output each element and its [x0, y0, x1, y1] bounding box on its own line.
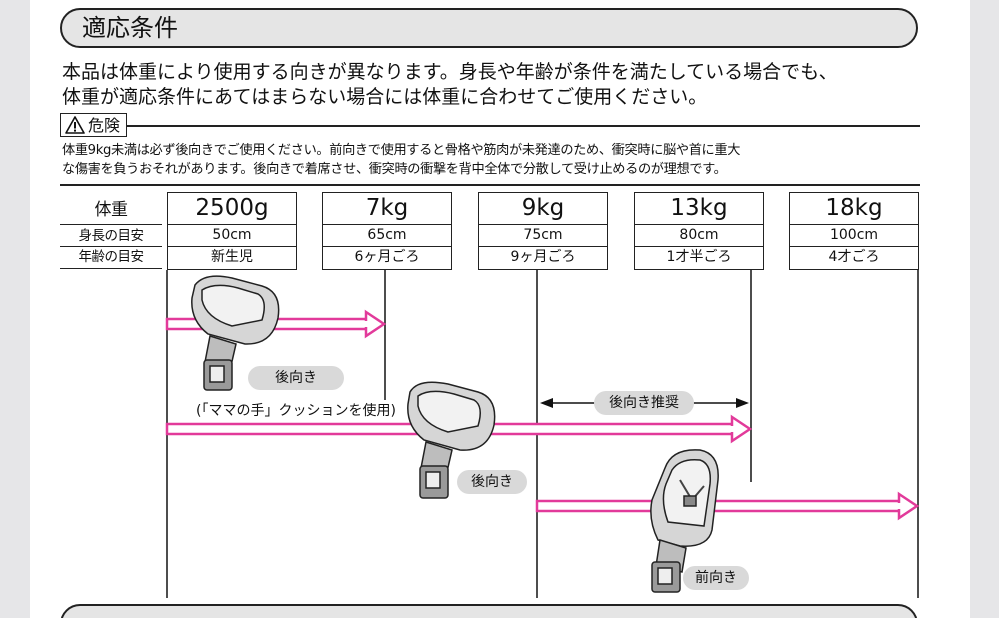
column-age: 1才半ごろ	[666, 249, 732, 265]
intro-line-2: 体重が適応条件にあてはまらない場合には体重に合わせてご使用ください。	[62, 86, 708, 108]
danger-line-1: 体重9kg未満は必ず後向きでご使用ください。前向きで使用すると骨格や筋肉が未発達…	[62, 143, 741, 158]
danger-divider	[60, 125, 920, 127]
column-weight: 7kg	[323, 193, 451, 225]
row-label-rule	[60, 224, 162, 225]
column-age: 4才ごろ	[828, 249, 880, 265]
column-height: 50cm	[168, 225, 296, 247]
intro-text: 本品は体重により使用する向きが異なります。身長や年齢が条件を満たしている場合でも…	[62, 60, 932, 110]
row-label-rule	[60, 268, 162, 269]
next-section-title	[60, 604, 918, 618]
column-height: 100cm	[790, 225, 918, 247]
row-label-age: 年齢の目安	[78, 249, 145, 265]
danger-line-2: な傷害を負うおそれがあります。後向きで着席させ、衝突時の衝撃を背中全体で分散して…	[62, 162, 727, 177]
column-weight: 18kg	[790, 193, 918, 225]
section-title: 適応条件	[60, 8, 918, 48]
row-label-height: 身長の目安	[78, 228, 145, 244]
mode-pill-rear-cushion: 後向き	[457, 470, 527, 494]
forward-seat-image	[650, 449, 719, 593]
column-height: 75cm	[479, 225, 607, 247]
column-18kg: 18kg 100cm 4才ごろ	[789, 192, 919, 270]
column-7kg: 7kg 65cm 6ヶ月ごろ	[322, 192, 452, 270]
column-weight: 9kg	[479, 193, 607, 225]
column-9kg: 9kg 75cm 9ヶ月ごろ	[478, 192, 608, 270]
column-weight: 13kg	[635, 193, 763, 225]
mode-pill-rear-newborn: 後向き	[248, 366, 344, 390]
danger-bottom-rule	[60, 184, 920, 186]
column-age: 新生児	[211, 249, 253, 265]
arrow-forward	[535, 491, 920, 521]
row-label-rule	[60, 246, 162, 247]
column-weight: 2500g	[168, 193, 296, 225]
row-label-weight: 体重	[94, 200, 129, 220]
mode-pill-forward: 前向き	[683, 566, 749, 590]
column-height: 65cm	[323, 225, 451, 247]
column-age: 6ヶ月ごろ	[354, 249, 420, 265]
warning-icon	[65, 116, 85, 134]
recommended-rear-label: 後向き推奨	[594, 391, 694, 415]
column-2500g: 2500g 50cm 新生児	[167, 192, 297, 270]
danger-label-text: 危険	[88, 115, 121, 135]
column-13kg: 13kg 80cm 1才半ごろ	[634, 192, 764, 270]
rear-seat-newborn-image	[191, 275, 280, 391]
danger-text: 体重9kg未満は必ず後向きでご使用ください。前向きで使用すると骨格や筋肉が未発達…	[62, 141, 922, 179]
intro-line-1: 本品は体重により使用する向きが異なります。身長や年齢が条件を満たしている場合でも…	[62, 61, 838, 83]
danger-label: 危険	[60, 113, 128, 137]
column-age: 9ヶ月ごろ	[510, 249, 576, 265]
cushion-note: (「ママの手」クッションを使用)	[196, 403, 396, 419]
danger-header: 危険	[60, 113, 920, 139]
rear-seat-cushion-image	[407, 381, 496, 499]
column-height: 80cm	[635, 225, 763, 247]
manual-page	[30, 0, 970, 618]
